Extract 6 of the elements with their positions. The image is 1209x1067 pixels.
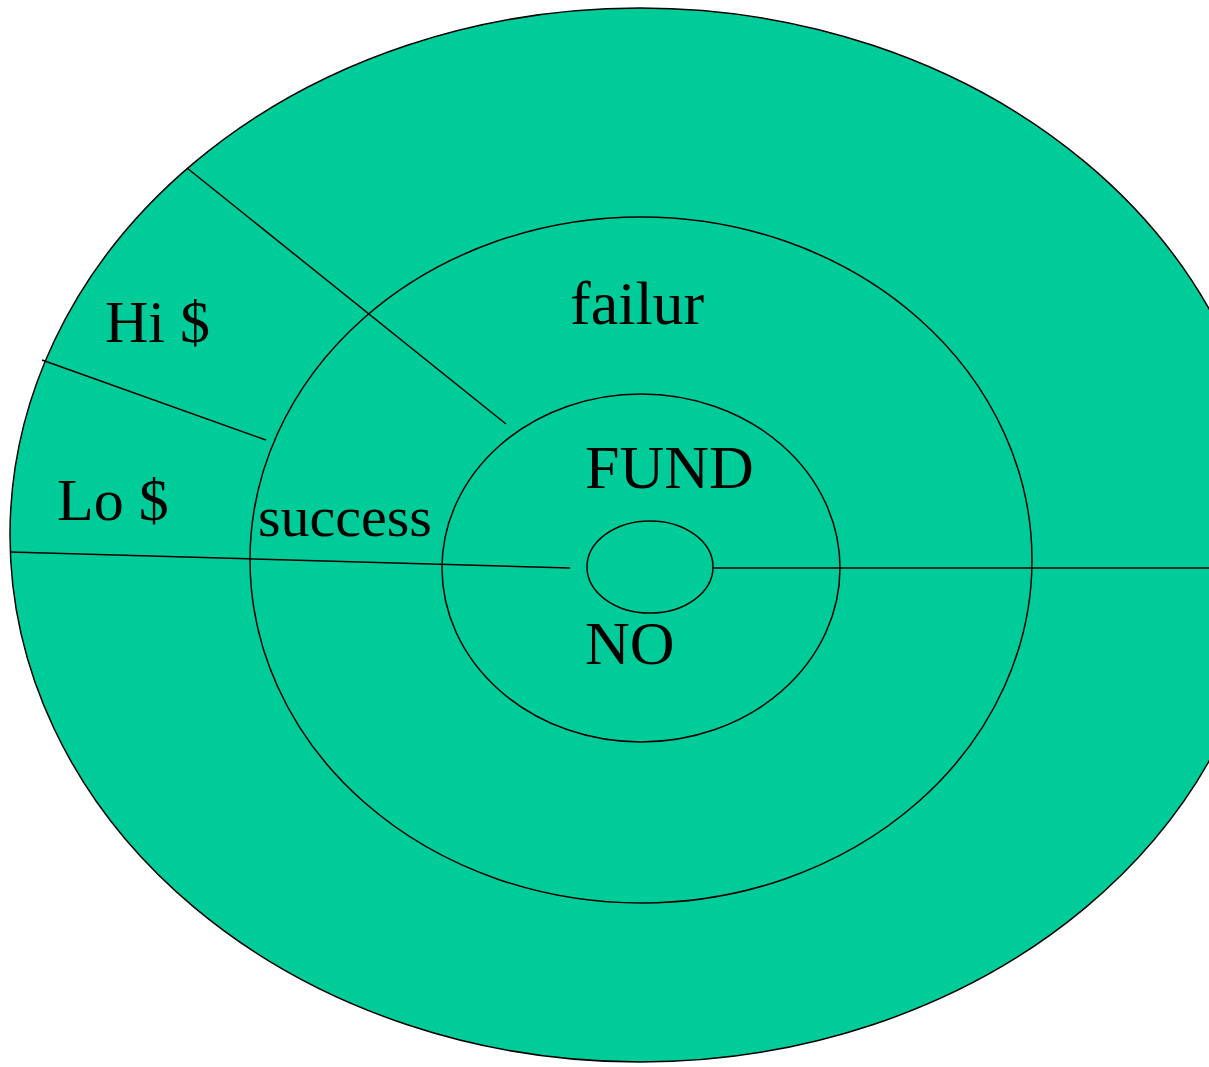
region-label: NO xyxy=(585,612,675,674)
region-label: failur xyxy=(570,272,705,334)
region-label: Hi $ xyxy=(105,292,210,352)
region-label: success xyxy=(258,488,432,546)
region-label: Lo $ xyxy=(57,470,169,530)
region-label: FUND xyxy=(585,436,754,498)
